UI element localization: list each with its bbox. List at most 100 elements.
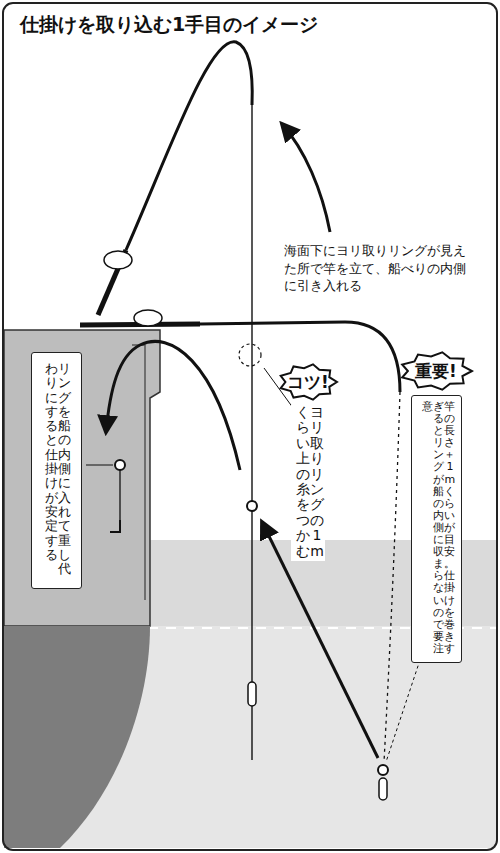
char: 要: [433, 631, 444, 643]
char: り: [45, 376, 58, 390]
motion-arrows: [262, 522, 378, 758]
callout-note: 海面下にヨリ取りリングが見えた所で竿を立て、船べりの内側に引き入れる: [284, 242, 474, 295]
char: 定: [45, 519, 58, 533]
boat-hull: [4, 626, 150, 848]
char: な: [433, 582, 444, 594]
char: グ: [58, 391, 71, 405]
char: 船: [58, 419, 71, 433]
callout-body: ヨリ取りリングの1mくらい上の糸をつかむ: [291, 405, 324, 561]
char: 重: [58, 534, 71, 548]
char: け: [444, 595, 455, 607]
char: 仕: [45, 448, 58, 462]
char: リ: [58, 362, 71, 376]
boat-hull: [4, 330, 160, 848]
char: い: [444, 510, 455, 522]
char: に: [58, 476, 71, 490]
char: 意: [422, 401, 433, 413]
char: 取: [310, 436, 324, 451]
char: 1: [310, 528, 324, 543]
char: を: [296, 497, 310, 512]
char: ぎ: [433, 401, 444, 413]
char: が: [433, 474, 444, 486]
char: む: [296, 544, 310, 559]
char: 1: [444, 461, 455, 473]
char: と: [433, 425, 444, 437]
char: を: [444, 607, 455, 619]
char: る: [45, 548, 58, 562]
char: き: [444, 631, 455, 643]
char: の: [433, 498, 444, 510]
char: 入: [58, 491, 71, 505]
char: 目: [444, 534, 455, 546]
char: つ: [296, 513, 310, 528]
fishing-line: [110, 520, 120, 532]
char: 巻: [444, 619, 455, 631]
fishing-line: [251, 700, 252, 760]
char: る: [45, 419, 58, 433]
char: 長: [444, 425, 455, 437]
rings-and-sinkers: [239, 344, 261, 366]
badge: コツ!: [277, 362, 339, 402]
char: 側: [58, 462, 71, 476]
callout-body: 竿の長さ＋1mくらいが目安。仕掛けを巻きすぎるとリングが船の内側に収まらないので…: [417, 401, 456, 657]
char: い: [296, 436, 310, 451]
char: グ: [433, 461, 444, 473]
badge-text: 重要!: [398, 350, 474, 392]
char: く: [444, 486, 455, 498]
char: m: [444, 474, 455, 486]
char: リ: [310, 420, 324, 435]
char: リ: [310, 467, 324, 482]
callout-body-box: リングを船の内側に入れて重し代わりにすると仕掛けが安定する: [31, 352, 82, 589]
char: が: [45, 491, 58, 505]
callout-body-box: 竿の長さ＋1mくらいが目安。仕掛けを巻きすぎるとリングが船の内側に収まらないので…: [411, 395, 462, 663]
char: 代: [58, 562, 71, 576]
fishing-line: [119, 470, 120, 520]
motion-arrows: [282, 124, 330, 232]
char: が: [444, 522, 455, 534]
char: す: [444, 643, 455, 655]
char: ン: [58, 376, 71, 390]
callout-body-box: ヨリ取りリングの1mくらい上の糸をつかむ: [291, 405, 325, 561]
char: ら: [444, 498, 455, 510]
char: ら: [433, 570, 444, 582]
char: 内: [433, 510, 444, 522]
rings-and-sinkers: [379, 778, 387, 800]
fishing-line: [251, 105, 252, 688]
char: 掛: [45, 462, 58, 476]
rings-and-sinkers: [115, 460, 125, 470]
fishing-line: [110, 105, 400, 762]
char: い: [433, 595, 444, 607]
fishing-rods: [126, 42, 252, 250]
fishing-rods: [134, 310, 162, 326]
boat-hull: [132, 345, 145, 600]
char: く: [296, 405, 310, 420]
char: 掛: [444, 582, 455, 594]
leader-lines: [86, 465, 113, 466]
rings-and-sinkers: [248, 682, 256, 706]
char: れ: [58, 505, 71, 519]
char: の: [296, 467, 310, 482]
char: す: [45, 534, 58, 548]
tip-callout: コツ!ヨリ取りリングの1mくらい上の糸をつかむ: [276, 362, 340, 561]
char: 上: [296, 451, 310, 466]
char: を: [58, 405, 71, 419]
char: m: [310, 544, 324, 559]
char: け: [45, 476, 58, 490]
char: て: [58, 519, 71, 533]
char: ら: [296, 420, 310, 435]
char: 側: [433, 522, 444, 534]
badge: 重要!: [398, 350, 474, 392]
char: 安: [444, 546, 455, 558]
char: か: [296, 528, 310, 543]
important-callout: 重要!竿の長さ＋1mくらいが目安。仕掛けを巻きすぎるとリングが船の内側に収まらな…: [396, 350, 476, 663]
leader-lines: [386, 660, 420, 762]
char: で: [433, 619, 444, 631]
frame: [3, 3, 497, 850]
char: ま: [433, 558, 444, 570]
char: り: [310, 451, 324, 466]
char: 注: [433, 643, 444, 655]
callout-body: リングを船の内側に入れて重し代わりにすると仕掛けが安定する: [41, 362, 72, 579]
note-box: リングを船の内側に入れて重し代わりにすると仕掛けが安定する: [26, 352, 86, 589]
char: ヨ: [310, 405, 324, 420]
char: の: [310, 513, 324, 528]
